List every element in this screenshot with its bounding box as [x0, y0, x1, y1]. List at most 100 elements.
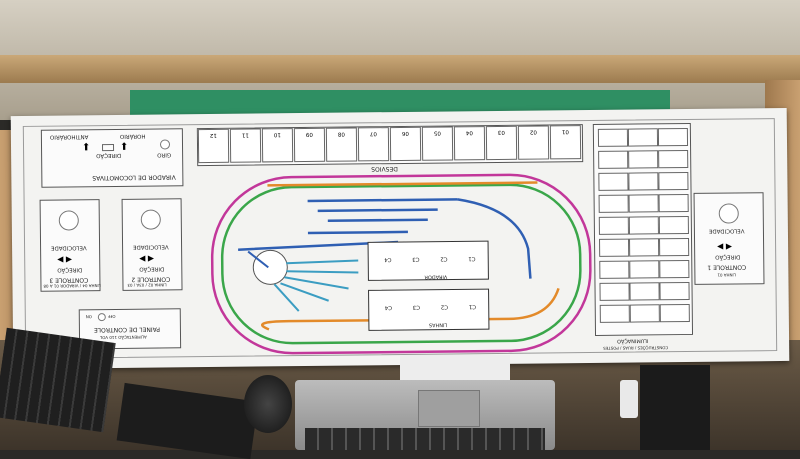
desvio-cell[interactable]: 05 [421, 126, 454, 161]
wooden-shelf [0, 55, 800, 83]
turntable-spur [247, 250, 269, 269]
iluminacao-section [592, 122, 694, 336]
panel-on: ON [85, 314, 92, 320]
panel-off: OFF [107, 313, 116, 320]
light-switch[interactable] [628, 150, 659, 169]
desvio-cell[interactable]: 08 [325, 127, 358, 162]
desvio-cell[interactable]: 10 [261, 128, 294, 163]
track-layout-diagram [210, 173, 592, 355]
light-switch[interactable] [659, 281, 690, 301]
controle-2-section: VELOCIDADE ◀ ▶ DIREÇÃO CONTROLE 2 LINHA … [121, 198, 183, 291]
direction-arrows-icon: ◀ ▶ [57, 254, 73, 264]
desvio-cell[interactable]: 01 [549, 125, 582, 160]
virador-giro: GIRO [157, 151, 172, 158]
direction-switch[interactable] [101, 143, 115, 152]
green-track [220, 183, 582, 345]
light-switch[interactable] [628, 172, 659, 191]
virador-label: VIRADOR [424, 273, 448, 280]
arrow-up-icon: ⬆ [119, 141, 129, 153]
iluminacao-title: ILUMINAÇÃO [617, 337, 649, 344]
paper-sheet [400, 355, 510, 380]
c-label: C4 [384, 256, 392, 263]
desvio-cell[interactable]: 03 [485, 125, 518, 161]
desvio-cell[interactable]: 02 [517, 125, 550, 160]
power-switch[interactable] [97, 313, 106, 322]
controle2-dir: DIREÇÃO [139, 265, 165, 272]
blue-curve [457, 198, 532, 279]
controle-1-section: VELOCIDADE ◀ ▶ DIREÇÃO CONTROLE 1 LINHA … [693, 192, 765, 285]
light-switch[interactable] [659, 237, 690, 257]
light-switch[interactable] [629, 260, 660, 279]
controle3-sub: LINHA 04 / VIRADOR 01 A 08 [43, 283, 101, 289]
light-switch[interactable] [627, 128, 659, 147]
virador-title: VIRADOR DE LOCOMOTIVAS [92, 173, 176, 182]
arrow-up-icon: ⬆ [81, 142, 91, 154]
controle1-sub: LINHA 01 [717, 272, 736, 278]
light-switch[interactable] [628, 216, 659, 235]
virador-box [367, 240, 489, 281]
outer-track [210, 173, 592, 355]
light-switch[interactable] [599, 282, 630, 301]
light-switch[interactable] [598, 150, 629, 169]
desvio-cell[interactable]: 06 [389, 126, 422, 162]
black-device-right [640, 365, 710, 450]
c-label: C1 [468, 255, 476, 262]
light-switch[interactable] [597, 128, 629, 147]
light-switch[interactable] [658, 171, 689, 191]
light-switch[interactable] [629, 304, 660, 323]
panel-subtitle: ALIMENTAÇÃO 110 VOL [99, 334, 147, 341]
c-label: C1 [468, 303, 477, 310]
light-switch[interactable] [599, 260, 630, 279]
controle2-sub: LINHA 02 / 03A / 03 [127, 282, 167, 288]
controle-3-section: VELOCIDADE ◀ ▶ DIREÇÃO CONTROLE 3 LINHA … [39, 199, 101, 292]
keyboard-left [0, 327, 116, 433]
controle2-vel: VELOCIDADE [133, 243, 169, 250]
desvio-cell[interactable]: 04 [453, 126, 486, 161]
desvio-cell[interactable]: 07 [357, 127, 390, 162]
direction-arrows-icon: ◀ ▶ [139, 253, 155, 263]
light-switch[interactable] [599, 304, 630, 323]
desvio-cell[interactable]: 09 [293, 127, 326, 163]
speed-knob[interactable] [58, 210, 79, 231]
virador-horario: HORÁRIO [119, 132, 146, 139]
control-panel-printout: VIRADOR DE LOCOMOTIVAS ANTIHORÁRIO HORÁR… [10, 107, 790, 370]
c-label: C2 [440, 255, 448, 262]
controle1-vel: VELOCIDADE [708, 227, 745, 234]
light-switch[interactable] [629, 282, 660, 301]
laptop-keyboard [305, 428, 545, 450]
light-switch[interactable] [658, 215, 689, 235]
controle1-dir: DIREÇÃO [715, 253, 741, 260]
light-switch[interactable] [599, 238, 630, 257]
panel-title: PAINEL DE CONTROLE [93, 325, 161, 334]
light-switch[interactable] [658, 149, 689, 169]
usb-stick [620, 380, 638, 418]
light-switch[interactable] [598, 194, 629, 213]
c-label: C4 [384, 304, 393, 311]
turntable-tracks [273, 259, 359, 312]
virador-direcao: DIREÇÃO [96, 151, 122, 159]
direction-arrows-icon: ◀ ▶ [717, 241, 733, 251]
light-switch[interactable] [598, 172, 629, 191]
light-switch[interactable] [598, 216, 629, 235]
desvios-section: 12 11 10 09 08 07 06 05 04 03 02 01 [196, 124, 584, 167]
desvio-cell[interactable]: 12 [197, 128, 230, 164]
light-switch[interactable] [657, 127, 689, 147]
controle3-vel: VELOCIDADE [51, 244, 87, 251]
linhas-box [368, 288, 490, 331]
desvio-cell[interactable]: 11 [229, 128, 262, 163]
light-switch[interactable] [659, 259, 690, 279]
virador-section: VIRADOR DE LOCOMOTIVAS ANTIHORÁRIO HORÁR… [40, 128, 184, 188]
light-switch[interactable] [658, 193, 689, 213]
giro-button[interactable] [159, 139, 171, 150]
orange-track [267, 181, 538, 187]
orange-track-lower [261, 287, 560, 331]
light-switch[interactable] [629, 238, 660, 257]
light-switch[interactable] [628, 194, 659, 213]
light-switch[interactable] [659, 303, 690, 323]
controle1-title: CONTROLE 1 [707, 263, 747, 271]
speed-knob[interactable] [718, 203, 739, 224]
turntable [252, 249, 288, 285]
blue-sidings [238, 198, 458, 251]
controle3-dir: DIREÇÃO [57, 266, 83, 273]
speed-knob[interactable] [140, 209, 161, 230]
